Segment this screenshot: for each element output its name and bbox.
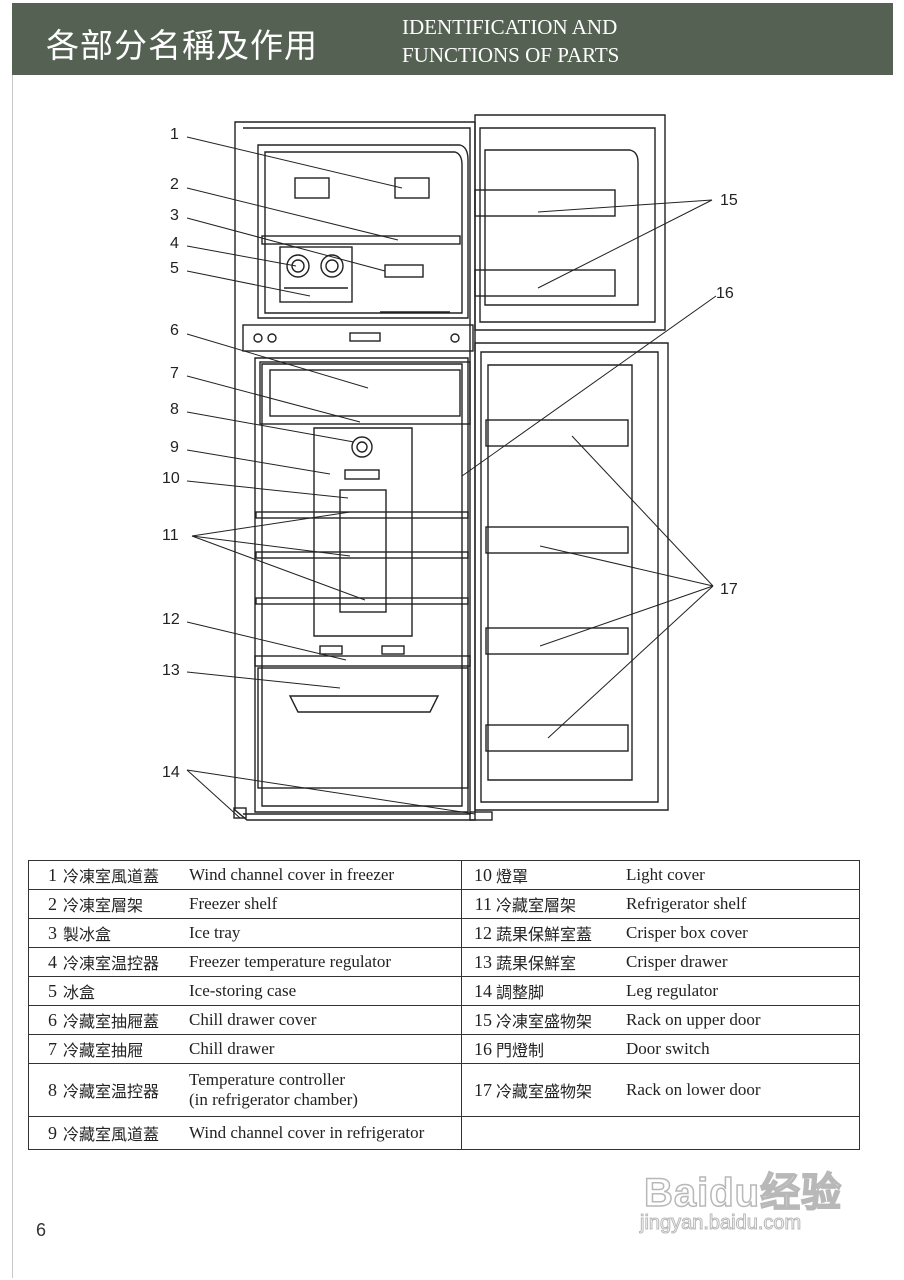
part-number: 10 [474,864,492,885]
part-name-english: Wind channel cover in refrigerator [189,1123,425,1142]
part-name-chinese: 冷藏室抽屜 [63,1041,144,1060]
part-number: 4 [48,951,57,972]
parts-table: 1 冷凍室風道蓋 Wind channel cover in freezer 1… [28,860,860,1150]
table-row: 6 冷藏室抽屜蓋 Chill drawer cover 15 冷凍室盛物架 Ra… [28,1005,860,1035]
part-name-english: Ice-storing case [189,981,297,1000]
watermark-logo: Baidu经验 [643,1170,843,1216]
part-name-english: Ice tray [189,923,241,942]
part-name-english: Wind channel cover in freezer [189,865,395,884]
part-name-chinese: 蔬果保鮮室 [496,954,577,973]
callout-2: 2 [170,176,179,193]
table-row: 5 冰盒 Ice-storing case 14 調整脚 Leg regulat… [28,976,860,1006]
part-name-chinese: 冷藏室盛物架 [496,1082,593,1101]
part-name-english: Chill drawer [189,1039,275,1058]
callout-9: 9 [170,439,179,456]
part-name-chinese: 冷藏室抽屜蓋 [63,1012,160,1031]
part-number: 17 [474,1079,492,1100]
baidu-watermark: Baidu经验 jingyan.baidu.com [639,1148,860,1248]
part-name-english: Rack on upper door [626,1010,761,1029]
empty-cell [461,1116,860,1150]
part-name-english-line2: (in refrigerator chamber) [189,1090,358,1109]
callout-1: 1 [170,126,179,143]
part-name-chinese: 冰盒 [63,983,96,1002]
part-name-english: Crisper drawer [626,952,728,971]
watermark-url: jingyan.baidu.com [639,1212,802,1235]
part-name-chinese: 調整脚 [496,983,545,1002]
part-name-english: Freezer temperature regulator [189,952,391,971]
callout-16: 16 [716,285,734,302]
part-number: 5 [48,980,57,1001]
callout-12: 12 [162,611,180,628]
callout-8: 8 [170,401,179,418]
part-name-chinese: 冷凍室盛物架 [496,1012,593,1031]
title-english-line1: IDENTIFICATION AND [402,15,618,39]
callout-4: 4 [170,235,179,252]
part-name-english: Refrigerator shelf [626,894,747,913]
part-name-chinese: 冷凍室温控器 [63,954,160,973]
callout-5: 5 [170,260,179,277]
title-english: IDENTIFICATION AND FUNCTIONS OF PARTS [402,13,619,69]
part-number: 9 [48,1122,57,1143]
table-row: 9 冷藏室風道蓋 Wind channel cover in refrigera… [28,1116,860,1150]
part-name-chinese: 製冰盒 [63,925,112,944]
table-row: 4 冷凍室温控器 Freezer temperature regulator 1… [28,947,860,977]
callout-7: 7 [170,365,179,382]
part-name-chinese: 冷藏室温控器 [63,1082,160,1101]
part-number: 12 [474,922,492,943]
part-name-chinese: 蔬果保鮮室蓋 [496,925,593,944]
part-number: 6 [48,1009,57,1030]
part-name-english: Temperature controller (in refrigerator … [189,1070,358,1110]
table-row: 7 冷藏室抽屜 Chill drawer 16 門燈制 Door switch [28,1034,860,1064]
table-row: 2 冷凍室層架 Freezer shelf 11 冷藏室層架 Refrigera… [28,889,860,919]
part-name-english: Leg regulator [626,981,719,1000]
part-name-english-line1: Temperature controller [189,1070,345,1089]
part-number: 1 [48,864,57,885]
page-header: 各部分名稱及作用 IDENTIFICATION AND FUNCTIONS OF… [12,3,893,75]
callout-6: 6 [170,322,179,339]
title-english-line2: FUNCTIONS OF PARTS [402,43,620,67]
callout-15: 15 [720,192,738,209]
callout-11: 11 [162,527,179,544]
table-row: 3 製冰盒 Ice tray 12 蔬果保鮮室蓋 Crisper box cov… [28,918,860,948]
part-name-english: Door switch [626,1039,710,1058]
callout-3: 3 [170,207,179,224]
part-name-english: Chill drawer cover [189,1010,317,1029]
callout-14: 14 [162,764,180,781]
page-frame [12,3,894,1278]
part-name-english: Light cover [626,865,705,884]
part-name-english: Crisper box cover [626,923,748,942]
part-number: 3 [48,922,57,943]
part-number: 13 [474,951,492,972]
part-number: 2 [48,893,57,914]
refrigerator-diagram: 1 2 3 4 5 6 7 8 9 10 11 12 13 14 15 16 1… [162,114,738,821]
part-number: 11 [474,893,492,914]
part-name-english: Freezer shelf [189,894,278,913]
part-name-chinese: 冷藏室風道蓋 [63,1125,160,1144]
part-name-english: Rack on lower door [626,1080,761,1099]
table-row: 8 冷藏室温控器 Temperature controller (in refr… [28,1063,860,1117]
title-chinese: 各部分名稱及作用 [46,26,318,65]
part-name-chinese: 門燈制 [496,1041,545,1060]
part-number: 8 [48,1079,57,1100]
callout-13: 13 [162,662,180,679]
table-row: 1 冷凍室風道蓋 Wind channel cover in freezer 1… [28,860,860,890]
page-number: 6 [36,1220,47,1240]
callout-17: 17 [720,581,738,598]
part-name-chinese: 燈罩 [496,867,529,886]
part-number: 15 [474,1009,492,1030]
part-number: 7 [48,1038,57,1059]
part-number: 14 [474,980,492,1001]
part-name-chinese: 冷凍室風道蓋 [63,867,160,886]
callout-10: 10 [162,470,180,487]
part-name-chinese: 冷藏室層架 [496,896,577,915]
part-number: 16 [474,1038,492,1059]
part-name-chinese: 冷凍室層架 [63,896,144,915]
